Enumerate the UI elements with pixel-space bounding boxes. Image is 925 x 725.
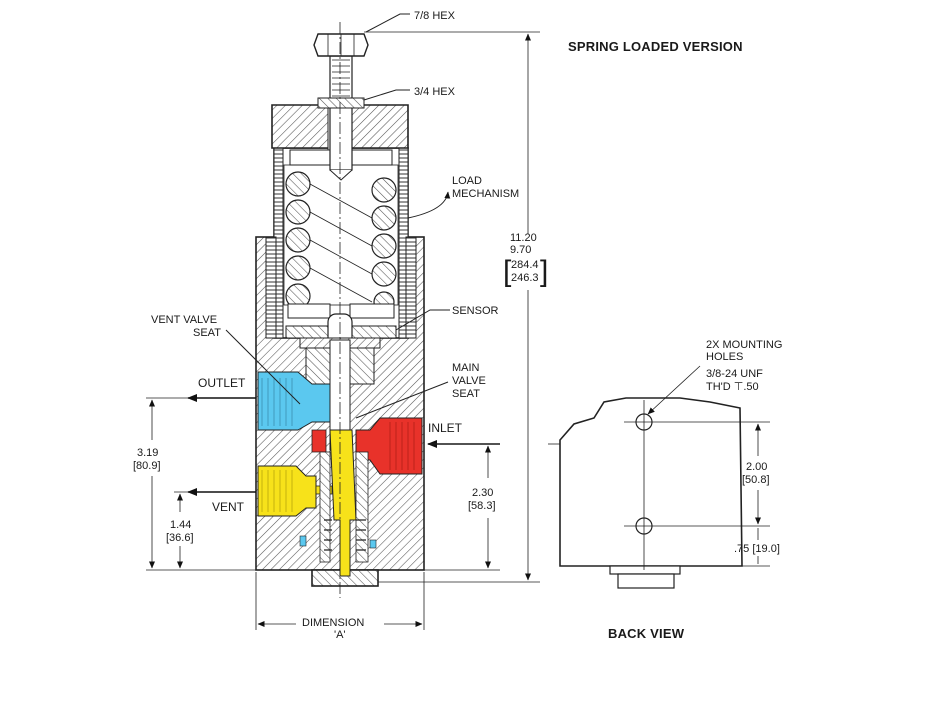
bracket-left: [ xyxy=(503,255,512,288)
label-load: LOAD xyxy=(452,175,482,187)
vent-passage xyxy=(329,429,357,577)
dim-hole-spacing: 2.00 xyxy=(746,461,767,473)
dim-outlet-height: 3.19 xyxy=(137,447,158,459)
dim-overall-2: 9.70 xyxy=(510,244,531,256)
title-back-view: BACK VIEW xyxy=(608,626,685,641)
label-mounting: 2X MOUNTING xyxy=(706,339,782,351)
dim-vent-height: 1.44 xyxy=(170,519,191,531)
dim-a-value: 'A' xyxy=(334,629,346,641)
label-mechanism: MECHANISM xyxy=(452,188,519,200)
back-view-outline xyxy=(559,397,743,567)
outlet-port xyxy=(257,371,331,431)
dim-vent-height-mm: [36.6] xyxy=(166,532,194,544)
labels: SPRING LOADED VERSION BACK VIEW 7/8 HEX … xyxy=(133,10,782,641)
label-holes: HOLES xyxy=(706,351,743,363)
title-spring-loaded: SPRING LOADED VERSION xyxy=(568,39,743,54)
label-inlet: INLET xyxy=(428,421,463,435)
label-seat: SEAT xyxy=(452,388,480,400)
label-sensor: SENSOR xyxy=(452,305,499,317)
dim-overall-mm-1: 284.4 xyxy=(511,259,539,271)
label-vent: VENT xyxy=(212,500,245,514)
label-hex-3-4: 3/4 HEX xyxy=(414,86,456,98)
dim-a-label: DIMENSION xyxy=(302,617,364,629)
label-main: MAIN xyxy=(452,362,480,374)
dim-hole-spacing-mm: [50.8] xyxy=(742,474,770,486)
dim-outlet-height-mm: [80.9] xyxy=(133,460,161,472)
label-vent-valve-seat: SEAT xyxy=(193,327,221,339)
section-view xyxy=(255,22,425,598)
dim-overall-mm-2: 246.3 xyxy=(511,272,539,284)
callout-lines xyxy=(225,13,451,419)
dim-inlet-height-mm: [58.3] xyxy=(468,500,496,512)
dim-inlet-height: 2.30 xyxy=(472,487,493,499)
vent-port xyxy=(257,465,317,517)
bracket-right: ] xyxy=(540,255,548,288)
dim-overall-1: 11.20 xyxy=(510,232,537,244)
label-vent-valve: VENT VALVE xyxy=(151,314,217,326)
label-thread: 3/8-24 UNF xyxy=(706,368,763,380)
label-hex-7-8: 7/8 HEX xyxy=(414,10,456,22)
dim-bottom-offset: .75 [19.0] xyxy=(734,543,780,555)
label-depth: TH'D ⊤.50 xyxy=(706,381,759,393)
back-view-plug xyxy=(609,565,681,575)
label-outlet: OUTLET xyxy=(198,376,246,390)
dimension-lines xyxy=(146,32,540,630)
back-view xyxy=(548,365,770,589)
label-valve: VALVE xyxy=(452,375,486,387)
lock-nut-3-4 xyxy=(317,97,365,109)
adjusting-screw xyxy=(329,55,353,171)
